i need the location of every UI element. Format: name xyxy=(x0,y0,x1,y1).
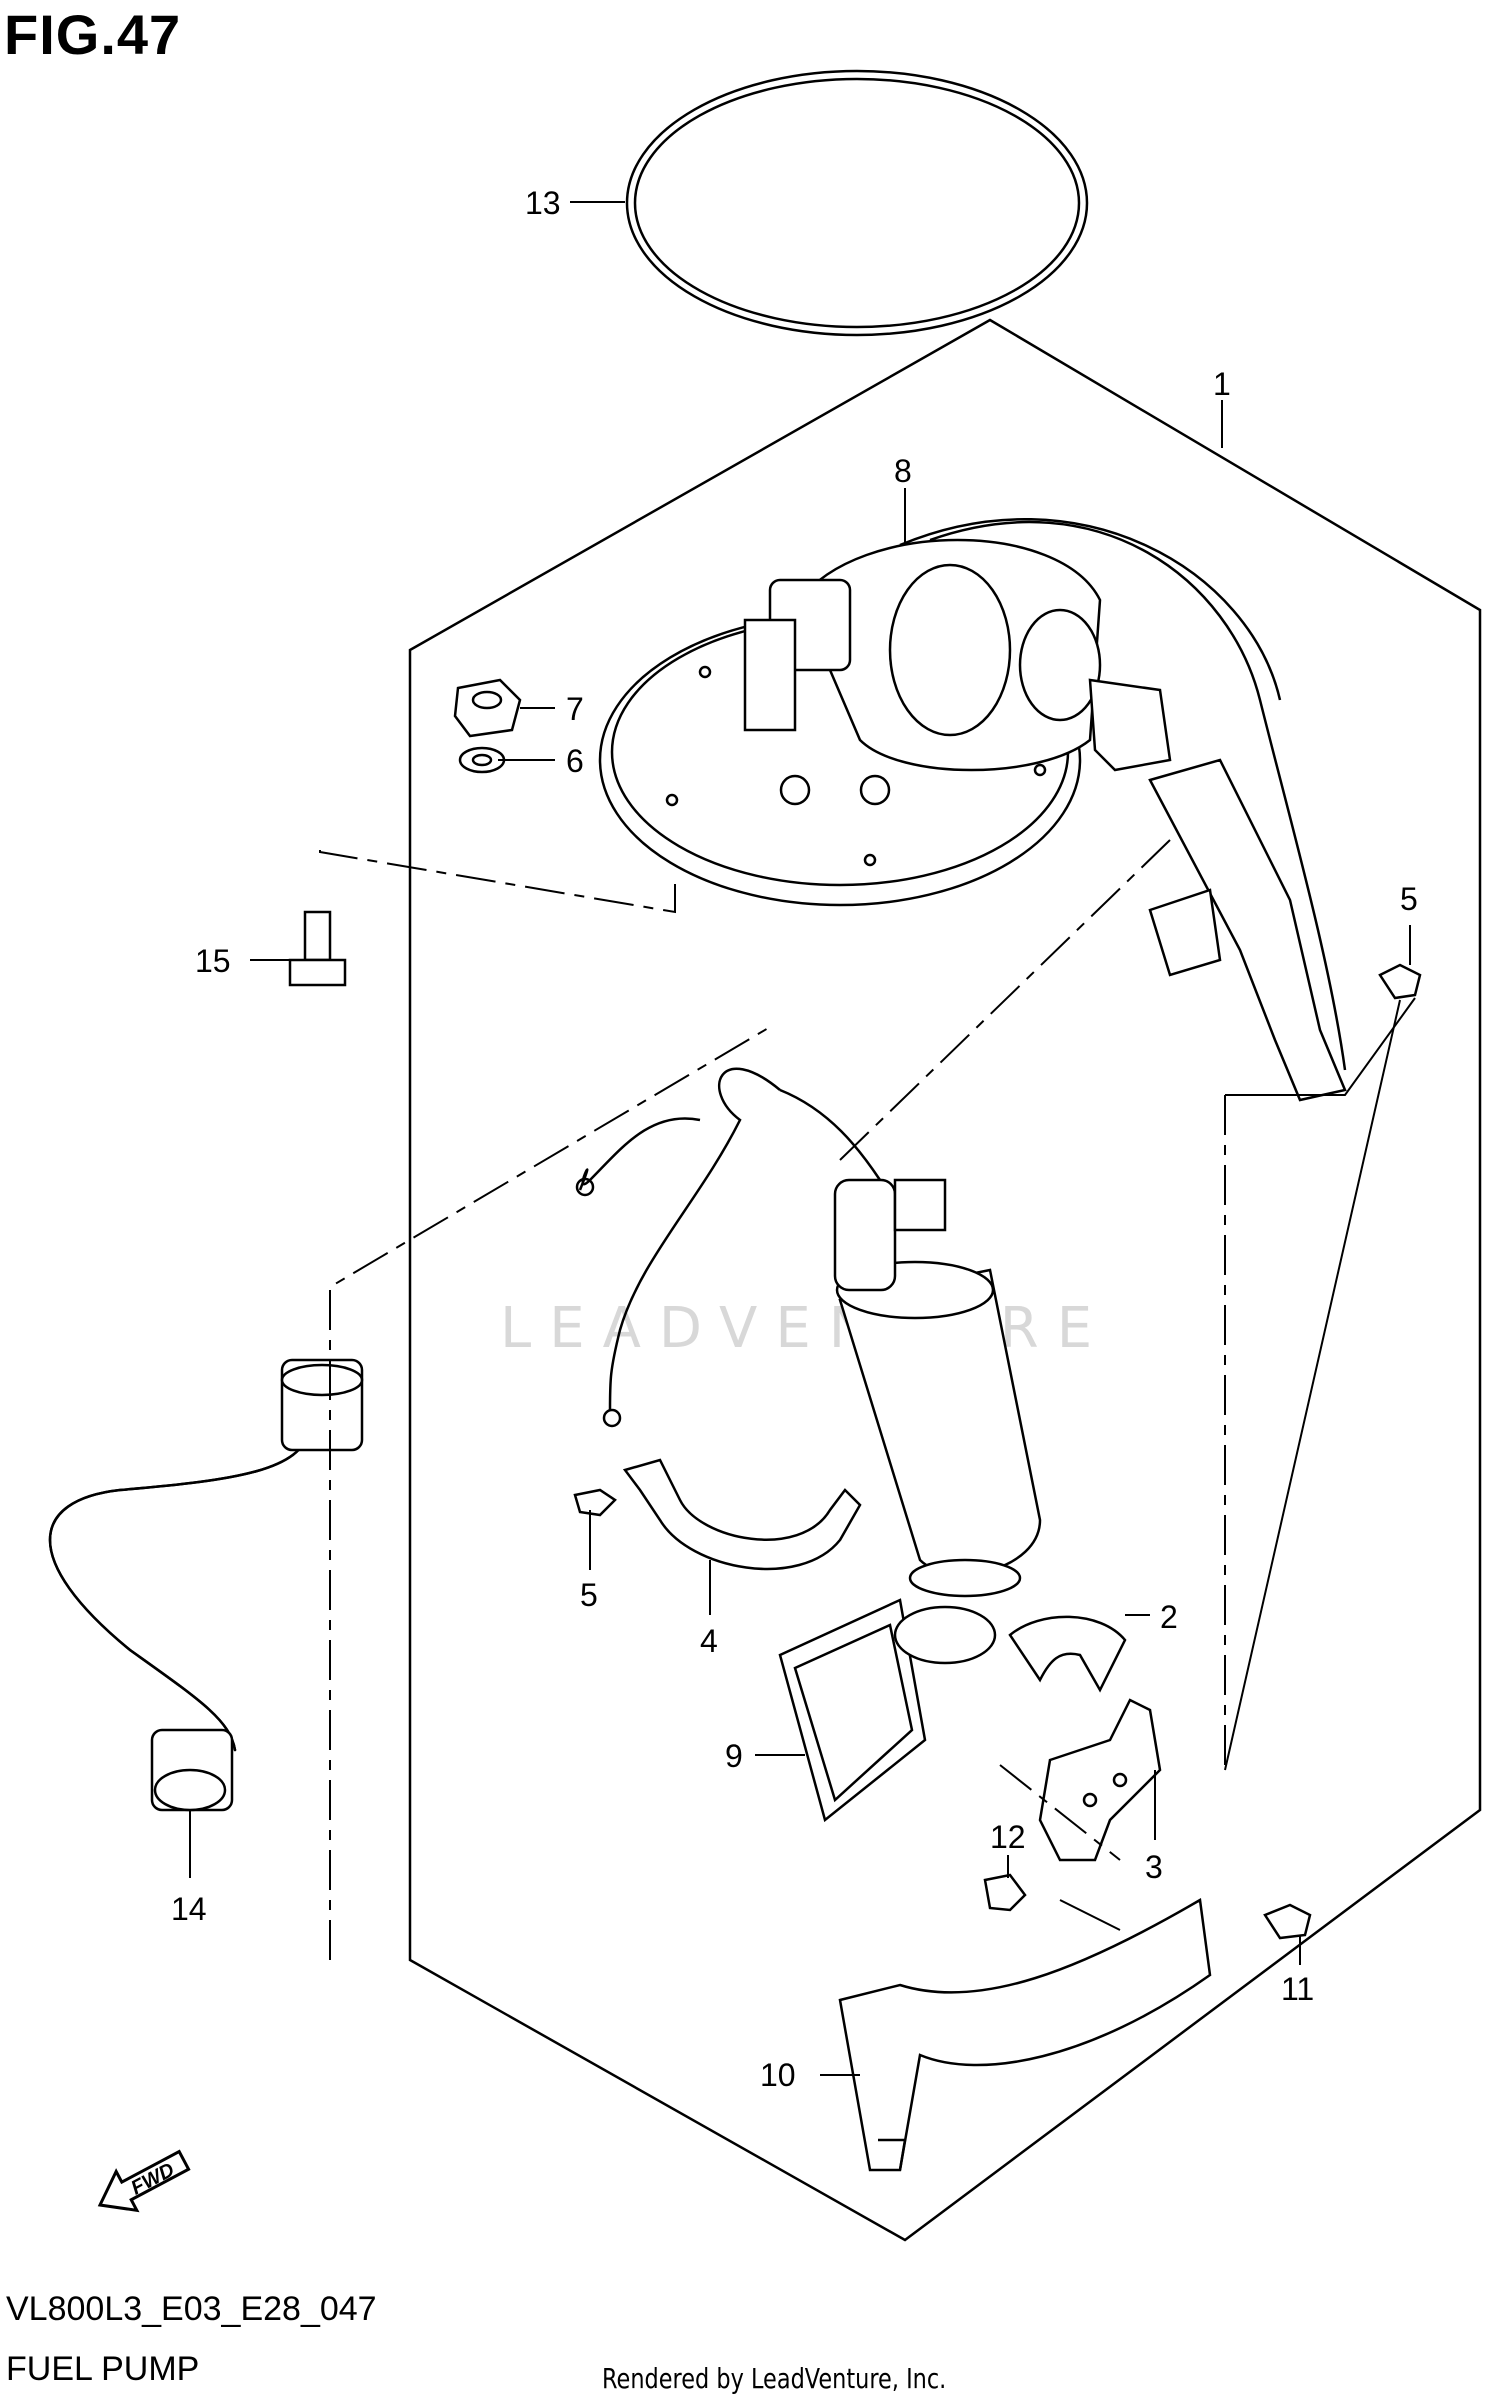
fwd-arrow-icon: FWD xyxy=(97,2149,191,2213)
callout-4: 4 xyxy=(700,1623,718,1659)
render-credit: Rendered by LeadVenture, Inc. xyxy=(602,2362,947,2395)
bolt xyxy=(303,910,332,962)
fuel-hose xyxy=(48,1428,312,1752)
fuel-strainer xyxy=(778,1598,927,1823)
gasket-ring xyxy=(625,69,1089,337)
callout-5-left: 5 xyxy=(580,1577,598,1613)
pump-clamp xyxy=(622,1458,862,1571)
callout-9: 9 xyxy=(725,1738,743,1774)
wire-harness xyxy=(608,1067,781,1411)
diagram-name: FUEL PUMP xyxy=(6,2350,200,2388)
pump-holder xyxy=(1038,1698,1162,1862)
screw-left xyxy=(573,1488,617,1517)
callout-13: 13 xyxy=(525,185,561,221)
callout-12: 12 xyxy=(990,1819,1026,1855)
fuel-level-plate xyxy=(838,1897,1212,2172)
figure-title: FIG.47 xyxy=(4,3,182,66)
callout-2: 2 xyxy=(1160,1599,1178,1635)
callout-8: 8 xyxy=(894,453,912,489)
callout-10: 10 xyxy=(760,2057,796,2093)
callout-7: 7 xyxy=(566,691,584,727)
diagram-code: VL800L3_E03_E28_047 xyxy=(6,2290,377,2328)
washer xyxy=(458,746,506,774)
assembly-outline xyxy=(408,318,1482,2242)
callout-6: 6 xyxy=(566,743,584,779)
pump-cushion xyxy=(1008,1615,1127,1693)
callout-5-right: 5 xyxy=(1400,881,1418,917)
callout-11: 11 xyxy=(1281,1971,1314,2007)
callout-15: 15 xyxy=(195,943,231,979)
screw-11 xyxy=(1263,1903,1312,1940)
screw-right xyxy=(1378,963,1422,1000)
gasket-ring-inner xyxy=(633,77,1081,329)
callout-1: 1 xyxy=(1213,366,1231,402)
callout-14: 14 xyxy=(171,1891,207,1927)
screw-12 xyxy=(983,1873,1027,1912)
callout-3: 3 xyxy=(1145,1849,1163,1885)
fuel-pipe xyxy=(929,520,1347,1071)
